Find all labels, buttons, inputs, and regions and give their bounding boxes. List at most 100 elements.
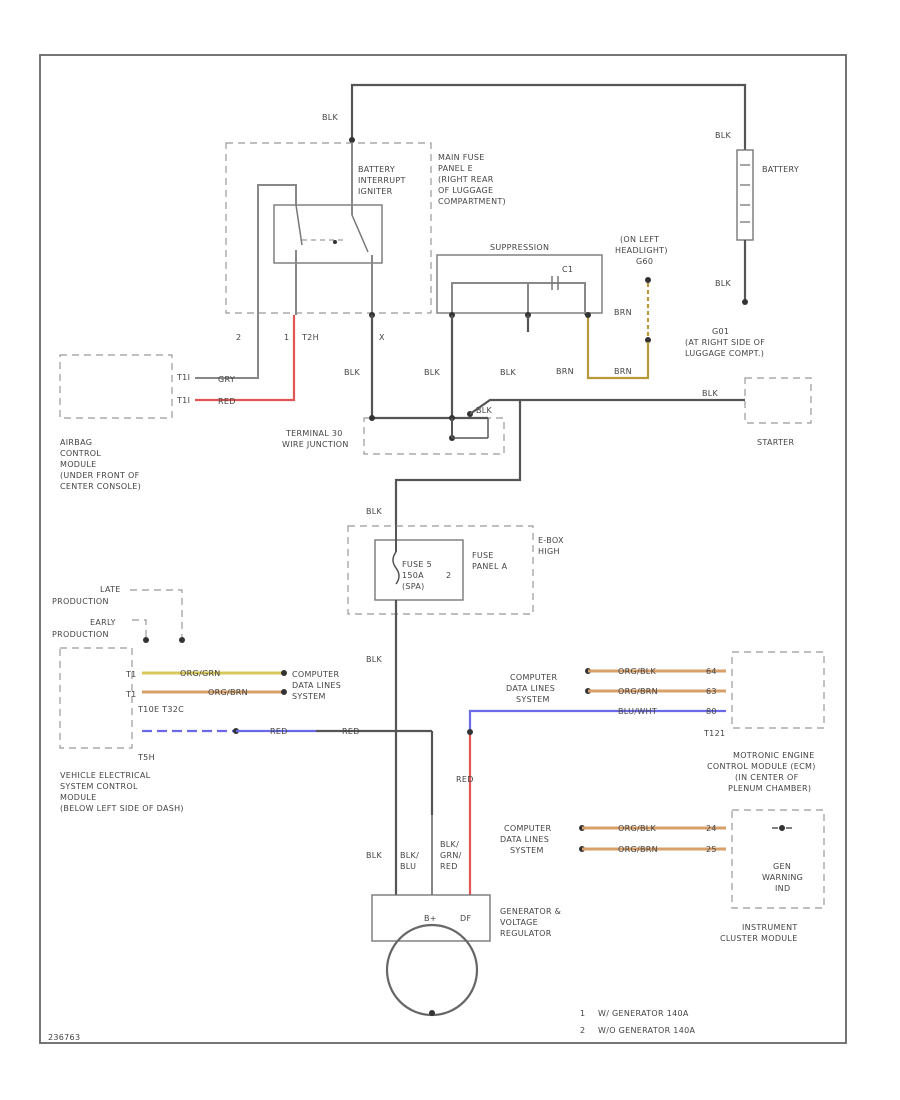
comp-r2-line-2: DATA LINES — [500, 835, 549, 844]
label-wire-r1a: ORG/BLK — [618, 667, 656, 676]
gen-warning-lamp-icon — [772, 825, 792, 831]
label-red-airbag: RED — [218, 397, 236, 406]
label-wire-r1b: ORG/BRN — [618, 687, 658, 696]
starter-cable — [469, 398, 745, 415]
early-line-1: EARLY — [90, 618, 116, 627]
connector-t2h: T2H — [301, 333, 319, 342]
fuse-line-2: 150A — [402, 571, 424, 580]
fuse-5: E-BOX HIGH FUSE PANEL A FUSE 5 150A (SPA… — [392, 526, 564, 591]
label-blk-blu-2: BLU — [400, 862, 416, 871]
ecm-line-4: PLENUM CHAMBER) — [728, 784, 811, 793]
c1-label: C1 — [562, 265, 573, 274]
label-brn-2: BRN — [556, 367, 574, 376]
label-blk-grn-2: GRN/ — [440, 851, 462, 860]
label-blk-blu-1: BLK/ — [400, 851, 419, 860]
late-line-1: LATE — [100, 585, 121, 594]
ground-g1-location-2: LUGGAGE COMPT.) — [685, 349, 764, 358]
suppression-label: SUPPRESSION — [490, 243, 549, 252]
ebox-feed-cable — [394, 400, 522, 526]
label-wire-r2b: ORG/BRN — [618, 845, 658, 854]
label-brn-1: BRN — [614, 308, 632, 317]
mainfuse-line-3: (RIGHT REAR — [438, 175, 494, 184]
label-brn-3: BRN — [614, 367, 632, 376]
label-red-vert: RED — [456, 775, 474, 784]
comp-l-line-3: SYSTEM — [292, 692, 326, 701]
pin-1-label: 1 — [284, 333, 289, 342]
label-blk-b: BLK — [424, 368, 441, 377]
diagram-frame — [39, 54, 847, 1044]
label-blk-c: BLK — [500, 368, 517, 377]
battery-interrupt-igniter: BATTERY INTERRUPT IGNITER — [257, 143, 406, 315]
fusepanel-line-1: FUSE — [472, 551, 494, 560]
footnotes: 1 W/ GENERATOR 140A 2 W/O GENERATOR 140A — [580, 1009, 695, 1035]
comp-r1-line-3: SYSTEM — [516, 695, 550, 704]
connector-t5h: T5H — [137, 753, 155, 762]
ecm-pin-63: 63 — [706, 687, 717, 696]
ground-g1-label: G01 — [712, 327, 729, 336]
headlight-line-2: HEADLIGHT) — [615, 246, 668, 255]
ecm-wiring: COMPUTER DATA LINES SYSTEM ORG/BLK ORG/B… — [468, 667, 816, 793]
comp-r1-line-1: COMPUTER — [510, 673, 558, 682]
ecm-line-2: CONTROL MODULE (ECM) — [707, 762, 816, 771]
note-2-number: 2 — [580, 1026, 585, 1035]
fusepanel-line-2: PANEL A — [472, 562, 508, 571]
gen-warn-line-3: IND — [775, 884, 790, 893]
cluster-pin-25: 25 — [706, 845, 717, 854]
label-blk-grn-1: BLK/ — [440, 840, 459, 849]
ecm-line-3: (IN CENTER OF — [735, 773, 799, 782]
interrupt-line-2: INTERRUPT — [358, 176, 406, 185]
terminal-line-2: WIRE JUNCTION — [282, 440, 349, 449]
label-red-mid2: RED — [342, 727, 360, 736]
note-1-number: 1 — [580, 1009, 585, 1018]
gen-line-2: VOLTAGE — [500, 918, 538, 927]
cluster-line-2: CLUSTER MODULE — [720, 934, 798, 943]
label-blk-mid: BLK — [366, 655, 383, 664]
airbag-pin-1: T1I — [176, 373, 190, 382]
fuse-panel-a — [374, 539, 464, 601]
ecm-pin-64: 64 — [706, 667, 717, 676]
airbag-wiring: T1I T1I GRY RED AIRBAG CONTROL MODULE (U… — [60, 315, 296, 491]
vecm-line-2: SYSTEM CONTROL — [60, 782, 138, 791]
label-wire-r2a: ORG/BLK — [618, 824, 656, 833]
cluster-line-1: INSTRUMENT — [742, 923, 798, 932]
ebox-line-1: E-BOX — [538, 536, 564, 545]
production-variants: LATE PRODUCTION EARLY PRODUCTION — [52, 585, 185, 643]
cluster-wiring: COMPUTER DATA LINES SYSTEM ORG/BLK ORG/B… — [500, 824, 803, 943]
early-line-2: PRODUCTION — [52, 630, 109, 639]
label-gry: GRY — [218, 375, 235, 384]
label-blk-a: BLK — [344, 368, 361, 377]
generator-voltage-regulator: B+ DF GENERATOR & VOLTAGE REGULATOR — [371, 894, 561, 1017]
comp-r2-line-3: SYSTEM — [510, 846, 544, 855]
comp-r1-line-2: DATA LINES — [506, 684, 555, 693]
headlight-line-1: (ON LEFT — [620, 235, 659, 244]
airbag-pin-2: T1I — [176, 396, 190, 405]
note-2-text: W/O GENERATOR 140A — [598, 1026, 695, 1035]
terminal-30-junction: TERMINAL 30 WIRE JUNCTION BLK — [282, 406, 492, 449]
battery: BATTERY BLK G01 (AT RIGHT SIDE OF LUGGAG… — [685, 149, 799, 358]
gen-terminal-b: B+ — [424, 914, 437, 923]
label-wire-r1c: BLU/WHT — [618, 707, 657, 716]
label-blk-fuse: BLK — [366, 507, 383, 516]
interrupt-line-3: IGNITER — [358, 187, 393, 196]
ecm-line-1: MOTRONIC ENGINE — [733, 751, 815, 760]
ebox-line-2: HIGH — [538, 547, 560, 556]
mainfuse-line-1: MAIN FUSE — [438, 153, 485, 162]
battery-label: BATTERY — [762, 165, 799, 174]
main-fuse-panel-box — [225, 142, 432, 314]
terminal-line-1: TERMINAL 30 — [285, 429, 343, 438]
mainfuse-line-2: PANEL E — [438, 164, 473, 173]
ecm-box — [731, 651, 825, 729]
gen-warn-line-1: GEN — [773, 862, 791, 871]
ground-g1-location-1: (AT RIGHT SIDE OF — [685, 338, 765, 347]
connector-t10e-t32c: T10E T32C — [137, 705, 184, 714]
headlight-line-3: G60 — [636, 257, 653, 266]
interrupt-line-1: BATTERY — [358, 165, 395, 174]
label-blk-battery-bottom: BLK — [715, 279, 732, 288]
label-blk-top: BLK — [322, 113, 339, 122]
label-wire-orgbrn: ORG/BRN — [208, 688, 248, 697]
comp-l-line-2: DATA LINES — [292, 681, 341, 690]
airbag-line-1: AIRBAG — [60, 438, 92, 447]
vecm-line-3: MODULE — [60, 793, 97, 802]
label-blk-grn-3: RED — [440, 862, 458, 871]
